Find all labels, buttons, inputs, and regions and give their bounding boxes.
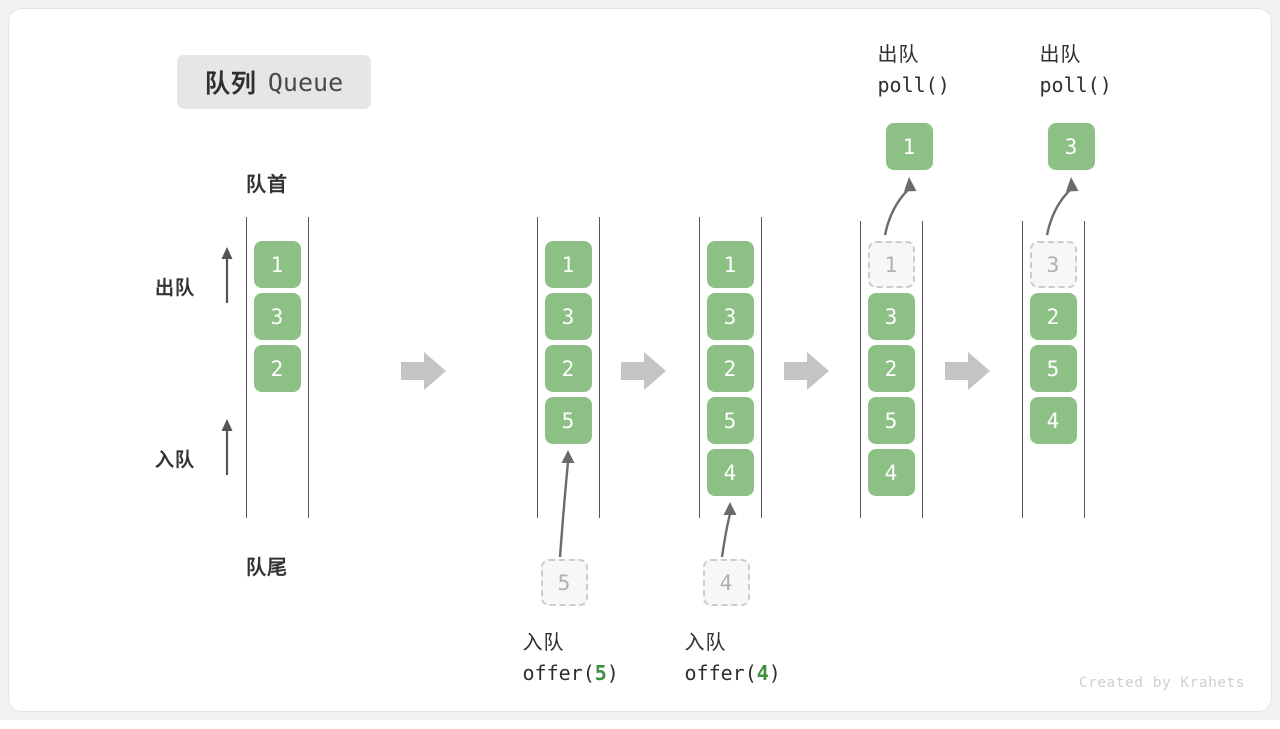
queue-cell-filled: 4 (867, 449, 915, 496)
queue-cell-filled: 5 (867, 397, 915, 444)
incoming-ghost-cell: 4 (702, 559, 750, 606)
queue-cell-filled: 5 (706, 397, 754, 444)
queue-head-label: 队首 (246, 174, 288, 196)
operation-caption-offer-5: 入队 offer(5) (523, 629, 619, 688)
title-english: Queue (267, 67, 344, 97)
dequeue-side-label: 出队 (155, 278, 196, 299)
operation-code: offer(5) (522, 660, 619, 685)
queue-cell-filled: 3 (706, 293, 754, 340)
queue-cell-filled: 1 (706, 241, 754, 288)
queue-tail-label: 队尾 (246, 557, 288, 579)
queue-rail-left (860, 221, 861, 518)
queue-rail-left (537, 217, 538, 518)
queue-cell-filled: 1 (544, 241, 592, 288)
operation-argument: 4 (756, 660, 769, 685)
queue-rail-right (922, 221, 923, 518)
queue-cell-filled: 1 (253, 241, 301, 288)
queue-rail-right (599, 217, 600, 518)
arrow-overlay (401, 177, 1079, 558)
footer-credit: Created by Krahets (1078, 675, 1245, 691)
queue-cell-ghost: 1 (867, 241, 915, 288)
queue-cell-filled: 2 (1029, 293, 1077, 340)
queue-rail-left (699, 217, 700, 518)
operation-code: poll() (1039, 72, 1112, 97)
operation-name: 入队 (684, 632, 727, 654)
queue-cell-filled: 3 (867, 293, 915, 340)
operation-caption-poll-1: 出队 poll() (878, 41, 950, 100)
operation-name: 入队 (522, 632, 565, 654)
title-chinese: 队列 (204, 70, 257, 98)
operation-argument: 5 (594, 660, 607, 685)
operation-code: offer(4) (684, 660, 781, 685)
title-badge: 队列 Queue (177, 55, 371, 109)
operation-caption-poll-3: 出队 poll() (1040, 41, 1112, 100)
queue-cell-filled: 4 (706, 449, 754, 496)
queue-cell-filled: 2 (544, 345, 592, 392)
queue-cell-filled: 3 (253, 293, 301, 340)
incoming-ghost-cell: 5 (540, 559, 588, 606)
queue-rail-left (1022, 221, 1023, 518)
extracted-cell: 3 (1047, 123, 1095, 170)
transition-arrow-icon (401, 352, 446, 390)
queue-cell-filled: 3 (544, 293, 592, 340)
queue-cell-filled: 5 (544, 397, 592, 444)
queue-cell-filled: 2 (253, 345, 301, 392)
queue-cell-filled: 5 (1029, 345, 1077, 392)
queue-cell-filled: 2 (706, 345, 754, 392)
enqueue-side-label: 入队 (155, 450, 196, 471)
dequeue-direction-arrow-icon (221, 247, 233, 303)
queue-rail-right (1084, 221, 1085, 518)
queue-cell-ghost: 3 (1029, 241, 1077, 288)
operation-caption-offer-4: 入队 offer(4) (685, 629, 781, 688)
queue-cell-filled: 4 (1029, 397, 1077, 444)
transition-arrow-icon (621, 352, 666, 390)
enqueue-direction-arrow-icon (221, 419, 233, 475)
operation-name: 出队 (877, 44, 920, 66)
queue-rail-right (308, 217, 309, 518)
transition-arrow-icon (784, 352, 829, 390)
diagram-card: 队列 Queue 队首 队尾 出队 入队 1 3 2 1 3 2 5 5 入队 offer(5) 1… (8, 8, 1272, 712)
extracted-cell: 1 (885, 123, 933, 170)
queue-rail-right (761, 217, 762, 518)
operation-code: poll() (877, 72, 950, 97)
queue-cell-filled: 2 (867, 345, 915, 392)
queue-rail-left (246, 217, 247, 518)
transition-arrow-icon (945, 352, 990, 390)
operation-name: 出队 (1039, 44, 1082, 66)
